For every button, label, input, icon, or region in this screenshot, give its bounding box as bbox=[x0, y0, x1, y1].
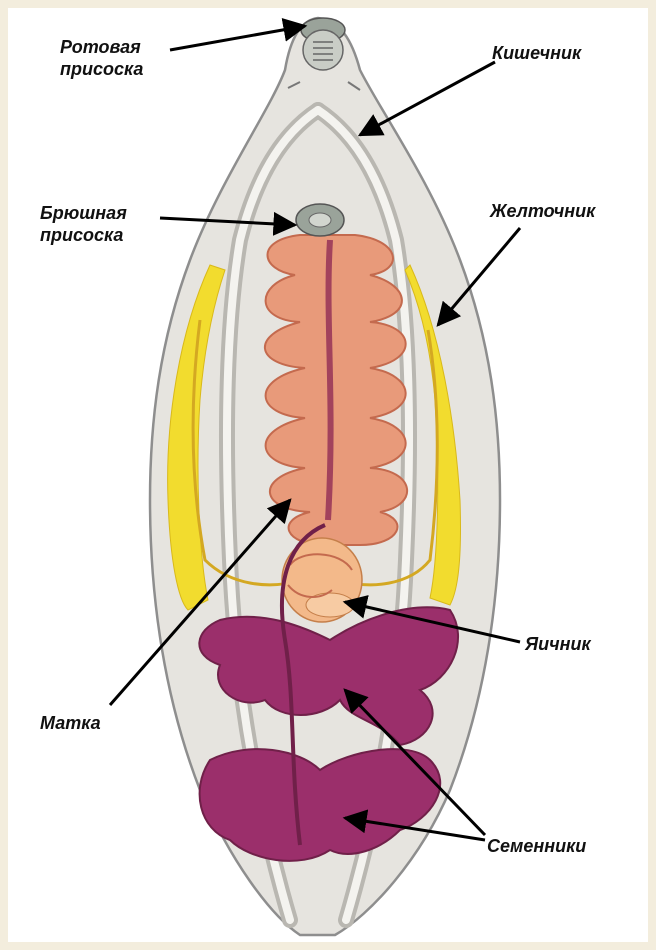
label-uterus: Матка bbox=[40, 712, 101, 734]
label-vitelline: Желточник bbox=[490, 200, 595, 222]
label-ventral-sucker-line2: присоска bbox=[40, 224, 127, 246]
label-ventral-sucker-line1: Брюшная bbox=[40, 202, 127, 224]
label-ovary: Яичник bbox=[525, 633, 591, 655]
arrow-intestine bbox=[360, 62, 495, 135]
uterus bbox=[265, 235, 407, 545]
label-testes: Семенники bbox=[487, 835, 586, 857]
label-oral-sucker-line2: присоска bbox=[60, 58, 143, 80]
arrow-oral-sucker bbox=[170, 26, 305, 50]
label-oral-sucker: Ротовая присоска bbox=[60, 36, 143, 80]
ventral-sucker bbox=[296, 204, 344, 236]
label-oral-sucker-line1: Ротовая bbox=[60, 36, 143, 58]
label-intestine: Кишечник bbox=[492, 42, 581, 64]
label-ventral-sucker: Брюшная присоска bbox=[40, 202, 127, 246]
